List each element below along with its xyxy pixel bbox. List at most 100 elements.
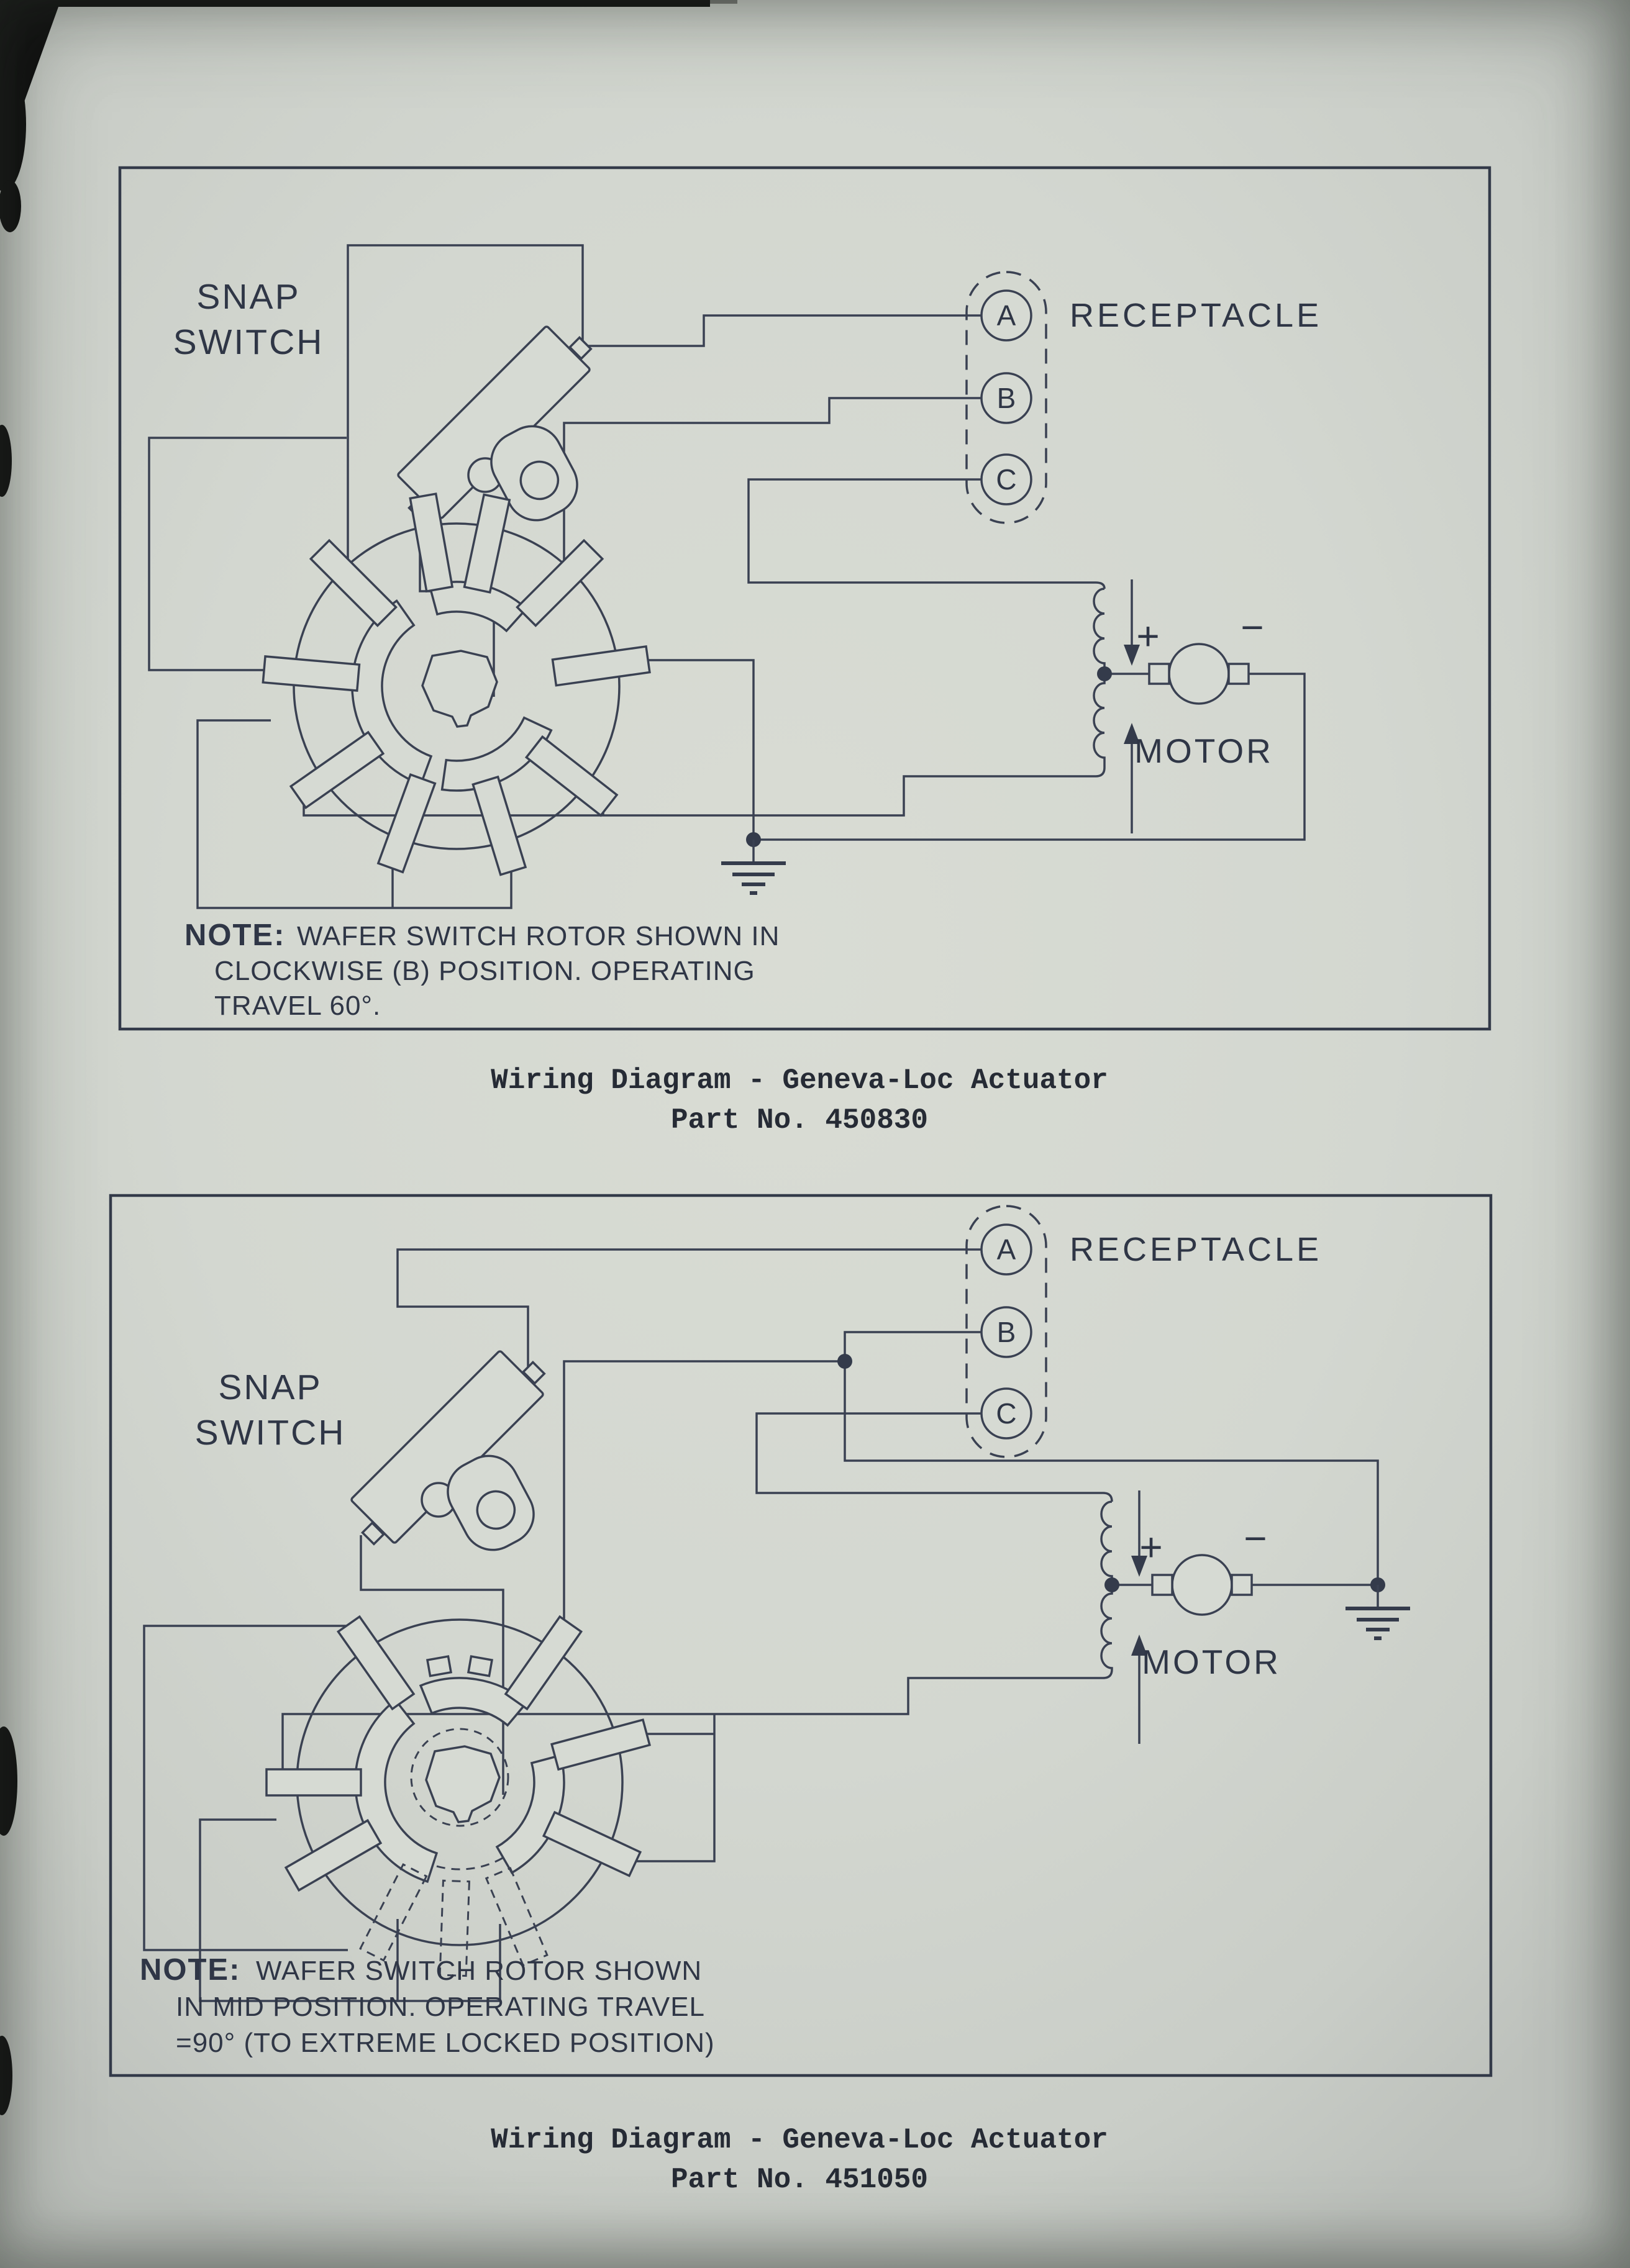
- wire-a-to-snap-switch: [396, 1248, 981, 1371]
- pin-c-label: C: [996, 1397, 1016, 1430]
- snap-switch-icon: [350, 1350, 546, 1551]
- wire-bottom-loop: [199, 1818, 501, 2002]
- blade-dashed: [359, 1863, 428, 1962]
- blade: [409, 492, 454, 593]
- top-edge-strip2-artifact: [710, 0, 737, 4]
- wafer-switch-icon: [265, 1615, 651, 1977]
- rotor-arc: [419, 1677, 529, 1727]
- motor-icon: + − MOTOR: [1139, 1516, 1281, 1681]
- rotor-arc: [354, 1699, 439, 1884]
- wire-b-to-wafer: [563, 397, 981, 579]
- wires: [143, 1248, 1385, 2002]
- caption-line2: Part No. 451050: [671, 2164, 928, 2196]
- blade: [516, 538, 604, 627]
- note-prefix: NOTE:: [140, 1953, 240, 1987]
- minus-sign: −: [1241, 605, 1263, 650]
- blade: [524, 735, 619, 817]
- rotor-stub: [467, 1655, 494, 1677]
- diagram-frame: [118, 166, 1491, 1031]
- snap-switch-label: SNAP: [218, 1368, 322, 1407]
- coil-and-return-wire: [303, 587, 1106, 817]
- down-arrow-head-icon: [1124, 645, 1140, 666]
- motor-icon: + − MOTOR: [1134, 605, 1273, 770]
- binding-hole-artifact: [0, 180, 21, 232]
- cam-follower-icon: [447, 1454, 535, 1551]
- up-arrow-head-icon: [1124, 723, 1140, 744]
- plus-sign: +: [1139, 1525, 1162, 1569]
- pin-a: [980, 289, 1032, 342]
- minus-sign: −: [1244, 1516, 1267, 1561]
- motor-label: MOTOR: [1134, 732, 1273, 770]
- wire-bottom-loop: [196, 719, 512, 909]
- note-line: CLOCKWISE (B) POSITION. OPERATING: [214, 956, 755, 986]
- caption-line1: Wiring Diagram - Geneva-Loc Actuator: [491, 1064, 1108, 1097]
- wire-c-to-coil: [747, 478, 1106, 589]
- wire-blade-spur: [629, 1714, 716, 1862]
- coil-and-return-wire: [281, 1500, 1113, 1777]
- pin-b: [980, 372, 1032, 424]
- ground-icon: [721, 840, 786, 895]
- note-line: IN MID POSITION. OPERATING TRAVEL: [176, 1992, 705, 2022]
- wire-riser-to-ground: [844, 1361, 1379, 1585]
- wiring-diagram-450830: SNAP SWITCH RECEPTACLE: [118, 166, 1491, 1136]
- binding-hole-artifact: [0, 2036, 12, 2115]
- blade-dashed: [485, 1867, 549, 1967]
- coil-arrows: [1131, 1490, 1147, 1744]
- blade: [289, 730, 385, 810]
- wafer-switch-icon: [262, 492, 651, 876]
- down-arrow-head-icon: [1131, 1556, 1147, 1577]
- rotor-hub: [421, 650, 498, 728]
- top-edge-strip-artifact: [36, 0, 710, 7]
- note-prefix: NOTE:: [184, 919, 285, 952]
- junction-dot: [837, 1354, 852, 1369]
- blade: [265, 1768, 362, 1797]
- motor-label: MOTOR: [1142, 1643, 1281, 1681]
- note-block: NOTE: WAFER SWITCH ROTOR SHOWN IN MID PO…: [140, 1953, 715, 2058]
- caption-line1: Wiring Diagram - Geneva-Loc Actuator: [491, 2124, 1108, 2156]
- snap-switch-label: SNAP: [196, 277, 300, 317]
- blade: [551, 645, 651, 687]
- rotor-hub: [425, 1745, 501, 1823]
- snap-switch-icon: [397, 325, 593, 522]
- wire-c-to-coil: [755, 1412, 1113, 1502]
- blade: [309, 538, 398, 627]
- receptacle-label: RECEPTACLE: [1070, 1231, 1322, 1268]
- receptacle: A B C: [965, 271, 1047, 524]
- blade-dashed: [439, 1879, 470, 1977]
- pin-c-label: C: [996, 463, 1016, 496]
- pin-a: [980, 1223, 1032, 1276]
- blade: [262, 655, 361, 692]
- note-line: TRAVEL 60°.: [214, 991, 381, 1021]
- receptacle-label: RECEPTACLE: [1070, 297, 1322, 334]
- wire-ground-riser: [642, 659, 755, 840]
- up-arrow-head-icon: [1131, 1635, 1147, 1656]
- blade: [504, 1615, 583, 1711]
- caption-line2: Part No. 450830: [671, 1104, 928, 1136]
- blade: [463, 493, 511, 594]
- wire-left-loop: [143, 1625, 349, 1951]
- note-line: WAFER SWITCH ROTOR SHOWN IN: [297, 921, 780, 951]
- pin-a-label: A: [997, 299, 1016, 332]
- note-line: WAFER SWITCH ROTOR SHOWN: [256, 1956, 702, 1986]
- ground-icon: [1345, 1585, 1410, 1640]
- rotor-dashed-circle: [410, 1728, 509, 1827]
- rotor-dashed-arc: [409, 1853, 511, 1871]
- pin-b-label: B: [997, 1316, 1016, 1348]
- blade: [336, 1615, 416, 1711]
- junction-dot: [1104, 1577, 1119, 1592]
- wiring-diagram-451050: SNAP SWITCH RECEPTACLE: [109, 1194, 1493, 2196]
- diagram-frame: [109, 1194, 1493, 2077]
- rotor-stub: [426, 1655, 453, 1677]
- blade: [542, 1810, 642, 1877]
- receptacle: A B C: [965, 1205, 1047, 1458]
- snap-switch-label: SWITCH: [195, 1413, 346, 1453]
- blade: [284, 1818, 383, 1892]
- binding-hole-artifact: [0, 425, 12, 497]
- wire-left-loop: [148, 437, 347, 671]
- wafer-blades: [265, 1615, 651, 1977]
- wafer-blades: [262, 492, 651, 876]
- scan-artifacts: [0, 0, 737, 2115]
- note-line: =90° (TO EXTREME LOCKED POSITION): [176, 2028, 715, 2058]
